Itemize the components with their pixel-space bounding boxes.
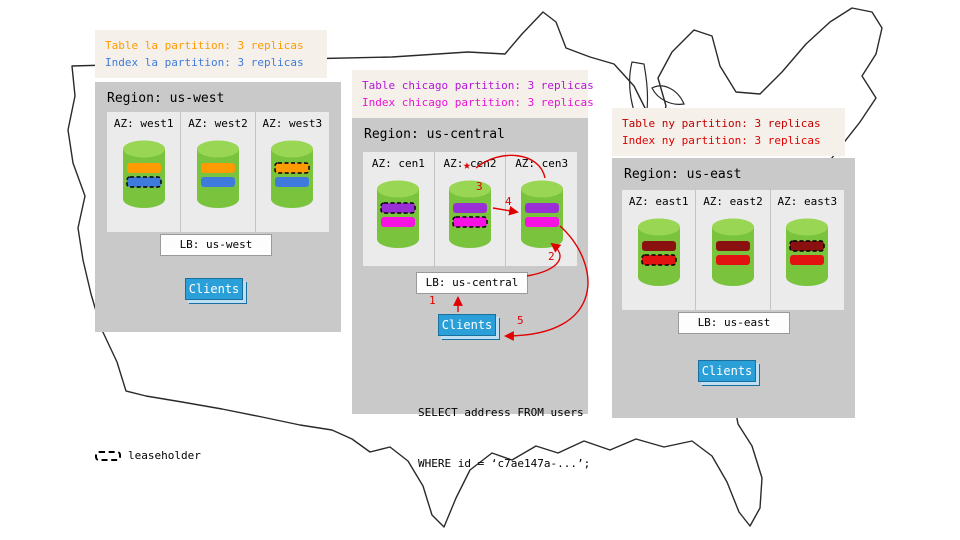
database-node-cylinder (122, 140, 165, 208)
note-us-east: Table ny partition: 3 replicas Index ny … (612, 108, 845, 156)
cylinder-top (271, 140, 314, 158)
cylinder-top (122, 140, 165, 158)
note-index-chicago: Index chicago partition: 3 replicas (362, 96, 594, 109)
az-row-us-west: AZ: west1 AZ: west2 AZ: west3 (107, 112, 329, 232)
flow-step-label-5: 5 (517, 314, 524, 327)
note-index-la: Index la partition: 3 replicas (105, 56, 304, 69)
az-cen3: AZ: cen3 (505, 152, 577, 266)
sql-query-line2: WHERE id = ‘c7ae147a-...’; (418, 457, 591, 470)
note-table-la: Table la partition: 3 replicas (105, 39, 304, 52)
az-row-us-east: AZ: east1 AZ: east2 AZ: east3 (622, 190, 844, 310)
flow-step-label-4: 4 (505, 195, 512, 208)
table-partition-leaseholder (274, 162, 311, 174)
load-balancer-us-central: LB: us-central (416, 272, 528, 294)
index-partition-replica (524, 217, 559, 227)
flow-step-label-1: 1 (429, 294, 436, 307)
database-node-cylinder (449, 180, 491, 248)
region-title-us-central: Region: us-central (364, 127, 505, 142)
index-partition-leaseholder (640, 254, 677, 266)
table-partition-leaseholder (789, 240, 826, 252)
az-east1: AZ: east1 (622, 190, 695, 310)
cylinder-top (637, 218, 680, 236)
az-label: AZ: west1 (113, 117, 174, 130)
az-label: AZ: east1 (628, 195, 689, 208)
index-partition-replica (790, 255, 825, 265)
index-partition-replica (715, 255, 750, 265)
sql-query-line1: SELECT address FROM users (418, 406, 584, 419)
cylinder-top (786, 218, 829, 236)
table-partition-replica (524, 203, 559, 213)
az-label: AZ: east3 (777, 195, 838, 208)
az-east2: AZ: east2 (695, 190, 769, 310)
table-partition-leaseholder (380, 202, 417, 214)
database-node-cylinder (196, 140, 239, 208)
database-node-cylinder (637, 218, 680, 286)
table-partition-replica (453, 203, 487, 213)
note-us-central: Table chicago partition: 3 replicas Inde… (352, 70, 594, 118)
az-west3: AZ: west3 (254, 112, 329, 232)
note-table-ny: Table ny partition: 3 replicas (622, 117, 821, 130)
legend-label: leaseholder (128, 449, 201, 462)
clients-box-us-central: Clients (438, 314, 496, 336)
note-table-chicago: Table chicago partition: 3 replicas (362, 79, 594, 92)
sql-query: SELECT address FROM users WHERE id = ‘c7… (418, 370, 590, 506)
leaseholder-dashed-swatch-icon (95, 450, 121, 461)
clients-box-us-east: Clients (698, 360, 756, 382)
az-label: AZ: cen3 (515, 157, 569, 170)
region-title-us-east: Region: us-east (624, 167, 742, 182)
database-node-cylinder (520, 180, 563, 248)
az-cen1: AZ: cen1 (363, 152, 434, 266)
cylinder-top (449, 180, 491, 198)
index-partition-replica (381, 217, 416, 227)
gateway-star-icon: ★ (463, 158, 471, 173)
region-us-west: Region: us-west AZ: west1 AZ: west2 AZ: … (95, 82, 341, 332)
load-balancer-us-west: LB: us-west (160, 234, 272, 256)
az-label: AZ: cen1 (371, 157, 425, 170)
index-partition-replica (275, 177, 310, 187)
cylinder-top (711, 218, 754, 236)
table-partition-replica (200, 163, 235, 173)
cylinder-top (520, 180, 563, 198)
table-partition-replica (715, 241, 750, 251)
table-partition-replica (641, 241, 676, 251)
az-label: AZ: west3 (262, 117, 323, 130)
note-us-west: Table la partition: 3 replicas Index la … (95, 30, 327, 78)
az-label: AZ: west2 (188, 117, 248, 130)
database-node-cylinder (711, 218, 754, 286)
database-node-cylinder (377, 180, 420, 248)
cylinder-top (196, 140, 239, 158)
az-east3: AZ: east3 (769, 190, 844, 310)
index-partition-leaseholder (125, 176, 162, 188)
clients-box-us-west: Clients (185, 278, 243, 300)
database-node-cylinder (786, 218, 829, 286)
flow-step-label-3: 3 (476, 180, 483, 193)
az-west1: AZ: west1 (107, 112, 180, 232)
region-title-us-west: Region: us-west (107, 91, 225, 106)
cylinder-top (377, 180, 420, 198)
az-west2: AZ: west2 (180, 112, 254, 232)
note-index-ny: Index ny partition: 3 replicas (622, 134, 821, 147)
database-node-cylinder (271, 140, 314, 208)
great-lake-erie-outline (651, 85, 685, 105)
index-partition-replica (200, 177, 235, 187)
table-partition-replica (126, 163, 161, 173)
flow-step-label-2: 2 (548, 250, 555, 263)
legend: leaseholder (95, 449, 201, 462)
load-balancer-us-east: LB: us-east (678, 312, 790, 334)
index-partition-leaseholder (452, 216, 488, 228)
az-label: AZ: east2 (703, 195, 763, 208)
region-us-east: Region: us-east AZ: east1 AZ: east2 AZ: … (612, 158, 855, 418)
